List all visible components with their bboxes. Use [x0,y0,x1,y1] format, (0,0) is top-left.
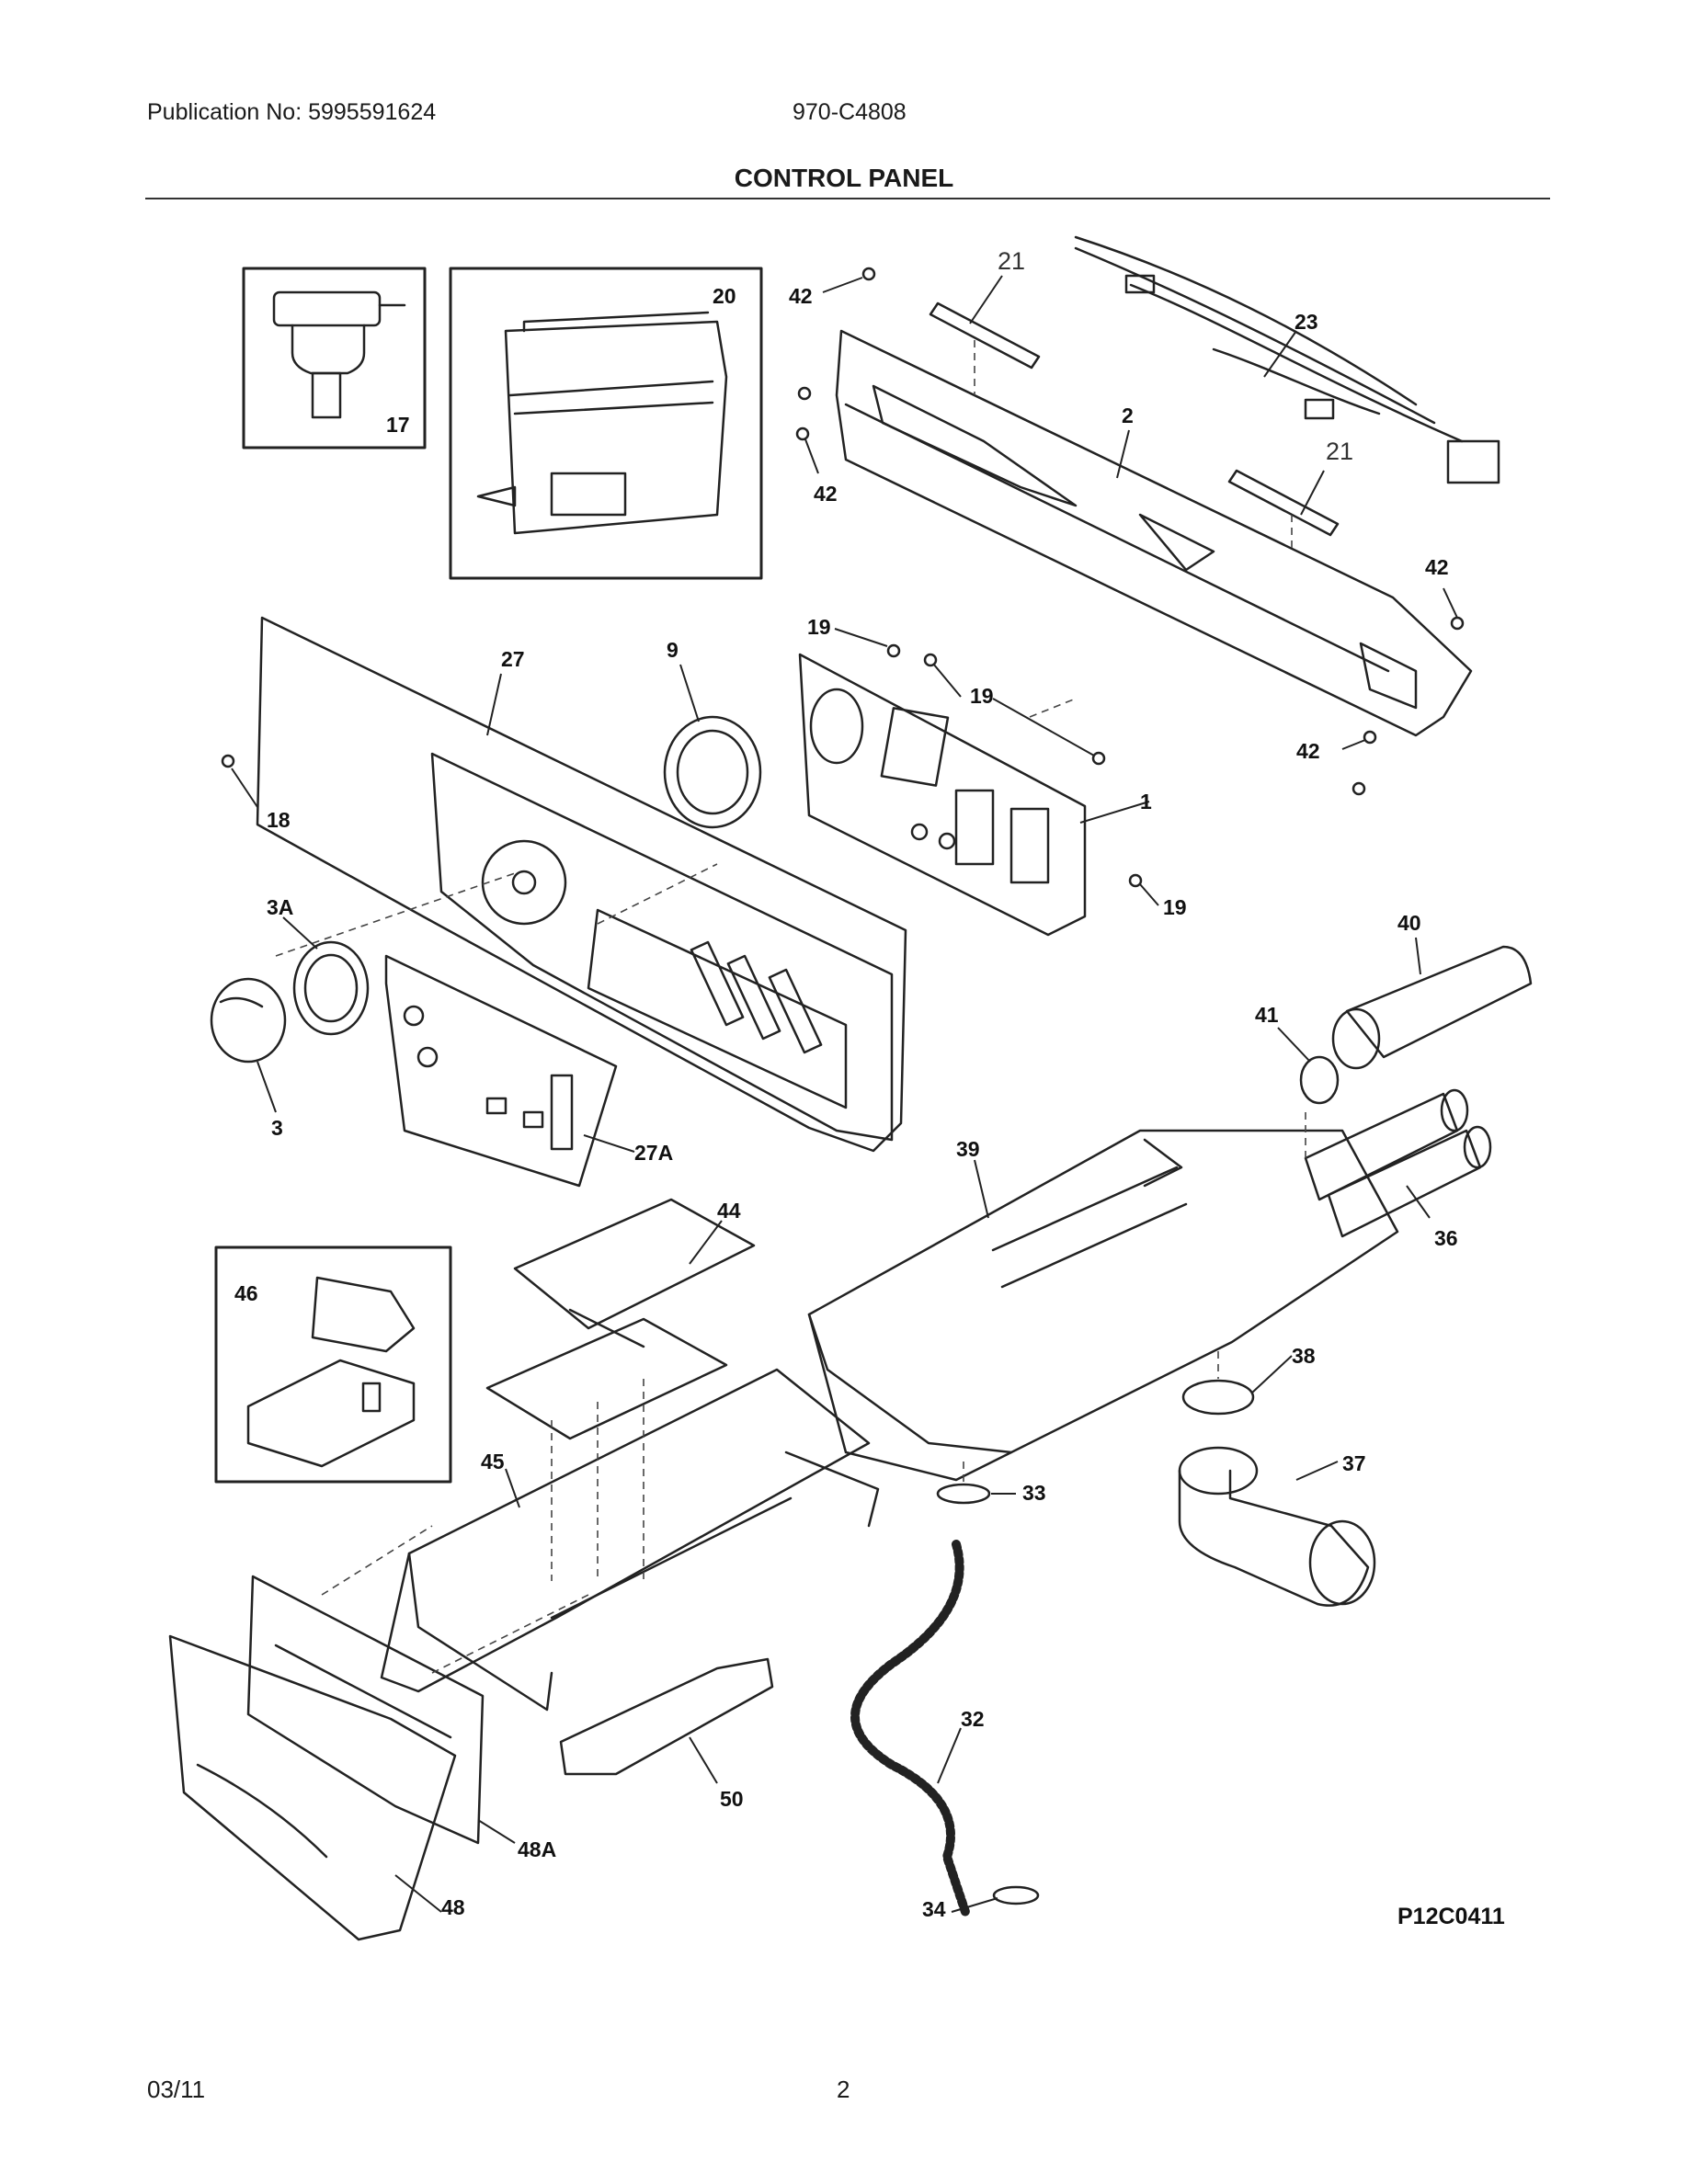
callout-19: 19 [970,684,994,708]
drawer-48A [246,1575,485,1845]
control-module-part [476,311,728,535]
screws-19 [886,643,1143,888]
callout-3A: 3A [267,895,293,919]
clamp-33 [936,1483,991,1505]
control-board-1 [798,653,1087,937]
console-panel-27 [256,616,907,1153]
callout-41: 41 [1255,1003,1279,1027]
tape-21-lower [1227,469,1340,537]
bellows-37 [1178,1446,1376,1607]
callout-38: 38 [1292,1344,1316,1368]
callout-42: 42 [789,284,813,308]
knob-ring-3A [292,940,370,1036]
screws-42 [795,267,1465,796]
screw-18 [221,754,235,768]
callout-2: 2 [1122,404,1134,427]
inset-box-17 [242,267,427,449]
callout-34: 34 [922,1897,946,1921]
callout-45: 45 [481,1450,505,1473]
callout-18: 18 [267,808,291,832]
callout-42: 42 [814,482,838,506]
callout-42: 42 [1296,739,1320,763]
clamp-34 [992,1885,1040,1905]
footer-date: 03/11 [147,2076,206,2103]
knob-3 [210,977,287,1064]
clamp-38 [1181,1379,1255,1416]
page-number: 2 [837,2076,850,2103]
pressure-switch-part [272,290,406,419]
callout-37: 37 [1342,1451,1366,1475]
valve-cap-40 [1331,945,1533,1070]
callout-21: 21 [1326,438,1353,465]
callout-46: 46 [234,1281,258,1305]
callout-40: 40 [1397,911,1421,935]
page-title: CONTROL PANEL [734,164,954,192]
dispenser-insert-44 [485,1198,756,1440]
tape-21-upper [929,301,1041,370]
diagram-code: P12C0411 [1397,1904,1505,1929]
model-number: 970-C4808 [793,99,907,125]
hose-32 [850,1540,970,1917]
siphon-cap-part [246,1276,416,1468]
wire-harness-23 [1074,235,1500,484]
callout-36: 36 [1434,1226,1458,1250]
callout-48: 48 [441,1895,465,1919]
callout-17: 17 [386,413,410,437]
callout-23: 23 [1295,310,1318,334]
callout-44: 44 [717,1199,741,1223]
callout-48A: 48A [518,1837,556,1861]
knob-ring-9 [663,715,762,829]
inset-box-46 [214,1246,452,1484]
drawer-handle-48 [168,1634,457,1941]
callout-42: 42 [1425,555,1449,579]
header-divider [145,198,1550,199]
callout-21: 21 [998,247,1025,275]
inset-box-20 [449,267,763,580]
callout-50: 50 [720,1787,744,1811]
dispenser-tray-45 [380,1368,880,1712]
overlay-27A [384,954,618,1188]
o-ring-41 [1299,1055,1340,1105]
callout-32: 32 [961,1707,985,1731]
dispenser-housing-39 [807,1129,1399,1482]
inlet-valve-36 [1304,1088,1492,1238]
callout-19: 19 [1163,895,1187,919]
deflector-50 [559,1657,774,1776]
callout-39: 39 [956,1137,980,1161]
callout-27A: 27A [634,1141,673,1165]
callout-1: 1 [1140,790,1152,813]
callout-27: 27 [501,647,525,671]
callout-9: 9 [667,638,679,662]
callout-3: 3 [271,1116,283,1140]
callout-20: 20 [713,284,736,308]
publication-number: Publication No: 5995591624 [147,99,437,125]
callout-19: 19 [807,615,831,639]
callout-33: 33 [1022,1481,1046,1505]
console-bracket-2 [835,329,1473,737]
